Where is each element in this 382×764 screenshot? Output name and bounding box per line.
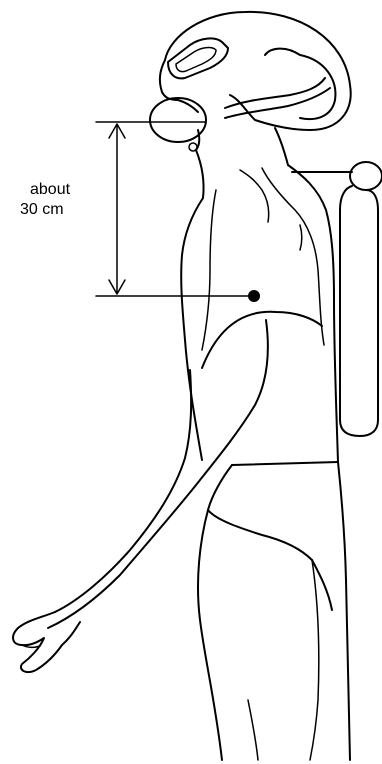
chest-harness bbox=[202, 312, 322, 368]
oxygen-backpack bbox=[292, 162, 382, 436]
helmet-shell bbox=[165, 12, 351, 130]
leg-inner bbox=[310, 560, 319, 760]
hand bbox=[13, 612, 80, 672]
face-visor bbox=[168, 38, 228, 78]
measurement-annotation: about 30 cm bbox=[20, 122, 260, 302]
knee-line bbox=[248, 700, 258, 760]
shoulder-blade-line bbox=[240, 170, 269, 222]
torso bbox=[181, 165, 338, 465]
chest-point-marker bbox=[248, 290, 260, 302]
shoulder-contour bbox=[202, 190, 216, 350]
oxygen-cylinder bbox=[340, 186, 378, 436]
neck-front bbox=[196, 150, 204, 198]
leg-front bbox=[198, 510, 222, 760]
cylinder-valve-knob bbox=[350, 162, 382, 190]
neck-back bbox=[275, 128, 288, 165]
lower-body bbox=[198, 462, 350, 760]
torso-front bbox=[181, 198, 203, 460]
helmet-strap bbox=[225, 78, 330, 118]
arm-inner bbox=[55, 370, 191, 612]
arm bbox=[13, 320, 268, 672]
head-with-helmet bbox=[150, 12, 351, 151]
waistband bbox=[232, 462, 338, 465]
hand-finger-crease bbox=[22, 645, 40, 647]
arm-outer bbox=[48, 320, 268, 628]
breathing-mask bbox=[150, 98, 206, 142]
hip-back bbox=[338, 462, 350, 760]
measurement-label-line-1: about bbox=[30, 181, 71, 198]
back-muscle-line bbox=[262, 168, 324, 345]
collar-line bbox=[300, 225, 302, 250]
briefs-front bbox=[208, 465, 312, 560]
measurement-label-line-2: 30 cm bbox=[20, 201, 64, 218]
